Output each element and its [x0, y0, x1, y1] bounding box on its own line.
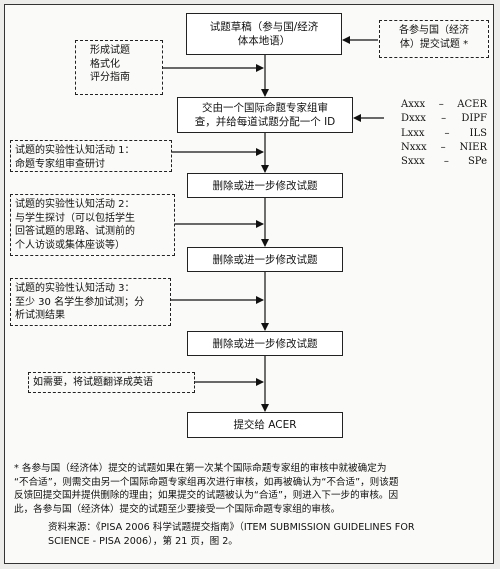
step-revise-1: 删除或进一步修改试题 — [187, 173, 343, 198]
id-org: DIPF — [461, 113, 487, 125]
step-submit-acer: 提交给 ACER — [187, 412, 343, 438]
guide-line2: 格式化 — [90, 58, 120, 70]
step-revise-1-label: 删除或进一步修改试题 — [212, 179, 318, 192]
id-code-row: Lxxx–ILS — [401, 127, 487, 141]
footnote-line4: 此，各参与国（经济体）提交的试题至少要接受一个国际命题专家组的审核。 — [14, 503, 341, 515]
step-draft-line2: 体本地语） — [237, 35, 291, 47]
id-org: NIER — [459, 141, 487, 153]
id-org: ACER — [457, 99, 487, 110]
step-draft-items: 试题草稿（参与国/经济 体本地语） — [186, 13, 342, 55]
step-expert-review: 交由一个国际命题专家组审 查，并给每道试题分配一个 ID — [177, 97, 353, 133]
source-line1: 资料来源：《PISA 2006 科学试题提交指南》（ITEM SUBMISSIO… — [48, 522, 415, 533]
cognitive-lab-1-box: 试题的实验性认知活动 1： 命题专家组审查研讨 — [10, 140, 172, 172]
source-line2: SCIENCE - PISA 2006），第 21 页，图 2。 — [48, 535, 238, 547]
step-review-line2: 查，并给每道试题分配一个 ID — [194, 116, 336, 128]
step-revise-2-label: 删除或进一步修改试题 — [212, 253, 318, 266]
id-code: Dxxx — [401, 113, 426, 125]
step-revise-2: 删除或进一步修改试题 — [187, 247, 343, 272]
translate-label: 如需要，将试题翻译成英语 — [33, 377, 153, 388]
lab1-line1: 试题的实验性认知活动 1： — [15, 145, 135, 156]
lab2-line3: 回答试题的思路、试测前的 — [15, 226, 135, 237]
step-draft-line1: 试题草稿（参与国/经济 — [209, 21, 319, 33]
lab3-line2: 至少 30 名学生参加试测；分 — [15, 296, 145, 308]
submit-note-box: 各参与国（经济 体）提交试题 * — [379, 20, 489, 58]
submit-note-line2: 体）提交试题 * — [399, 38, 469, 50]
cognitive-lab-2-box: 试题的实验性认知活动 2： 与学生探讨（可以包括学生 回答试题的思路、试测前的 … — [10, 194, 175, 256]
id-org: ILS — [469, 127, 487, 139]
step-review-line1: 交由一个国际命题专家组审 — [202, 102, 328, 114]
id-code-row: Sxxx–SPe — [401, 155, 487, 169]
lab2-line2: 与学生探讨（可以包括学生 — [15, 212, 135, 224]
id-org: SPe — [467, 156, 487, 168]
source-citation: 资料来源：《PISA 2006 科学试题提交指南》（ITEM SUBMISSIO… — [48, 521, 488, 548]
id-code-list: Axxx–ACER Dxxx–DIPF Lxxx–ILS Nxxx–NIER S… — [401, 98, 487, 169]
step-revise-3-label: 删除或进一步修改试题 — [212, 337, 318, 350]
step-submit-acer-label: 提交给 ACER — [233, 419, 297, 431]
id-code: Sxxx — [401, 156, 425, 168]
lab3-line3: 析试测结果 — [15, 310, 65, 321]
id-code-row: Dxxx–DIPF — [401, 112, 487, 126]
footnote-line2: “不合适”，则需交由另一个国际命题专家组再次进行审核，如再被确认为“不合适”，则… — [14, 476, 399, 488]
step-revise-3: 删除或进一步修改试题 — [187, 331, 343, 356]
lab1-line2: 命题专家组审查研讨 — [15, 158, 105, 170]
id-code: Axxx — [401, 99, 426, 110]
id-code-row: Nxxx–NIER — [401, 141, 487, 155]
lab2-line4: 个人访谈或集体座谈等） — [15, 239, 125, 251]
scoring-guide-box: 形成试题 格式化 评分指南 — [75, 40, 163, 95]
cognitive-lab-3-box: 试题的实验性认知活动 3： 至少 30 名学生参加试测；分 析试测结果 — [10, 278, 171, 326]
submit-note-line1: 各参与国（经济 — [399, 25, 469, 36]
guide-line3: 评分指南 — [90, 72, 130, 83]
footnote-line3: 反馈回提交国并提供删除的理由；如果提交的试题被认为“合适”，则进入下一步的审核。… — [14, 490, 399, 502]
id-code: Nxxx — [401, 141, 427, 153]
guide-line1: 形成试题 — [90, 45, 130, 56]
lab3-line1: 试题的实验性认知活动 3： — [15, 283, 135, 294]
translate-box: 如需要，将试题翻译成英语 — [28, 372, 195, 393]
footnote-line1: * 各参与国（经济体）提交的试题如果在第一次某个国际命题专家组的审核中就被确定为 — [14, 463, 387, 474]
lab2-line1: 试题的实验性认知活动 2： — [15, 199, 135, 210]
id-code: Lxxx — [401, 127, 425, 139]
id-code-row: Axxx–ACER — [401, 98, 487, 112]
footnote: * 各参与国（经济体）提交的试题如果在第一次某个国际命题专家组的审核中就被确定为… — [14, 462, 486, 516]
